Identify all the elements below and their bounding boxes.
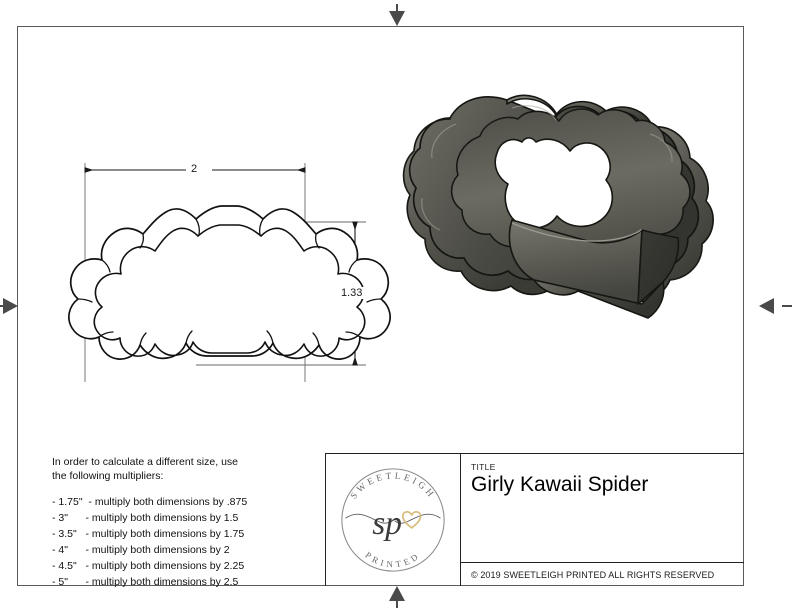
title-info-cell: TITLE Girly Kawaii Spider © 2019 SWEETLE… — [461, 454, 744, 586]
logo-cell: SWEETLEIGH PRINTED sp — [326, 454, 461, 586]
right-datum-stem — [782, 305, 792, 307]
copyright-notice: © 2019 SWEETLEIGH PRINTED ALL RIGHTS RES… — [461, 562, 744, 586]
title-field-label: TITLE — [471, 462, 496, 472]
list-item: - 3.5" - multiply both dimensions by 1.7… — [52, 528, 245, 541]
title-area: TITLE Girly Kawaii Spider — [461, 454, 744, 562]
page-title: Girly Kawaii Spider — [471, 473, 649, 496]
left-center-datum-icon — [3, 298, 18, 314]
sizing-notes: In order to calculate a different size, … — [52, 455, 314, 591]
height-dimension-label: 1.33 — [338, 287, 366, 299]
right-center-datum-icon — [759, 298, 774, 314]
list-item: - 5" - multiply both dimensions by 2.5 — [52, 576, 239, 589]
notes-intro-line-1: In order to calculate a different size, … — [52, 456, 238, 468]
logo-monogram: sp — [372, 505, 402, 542]
bottom-center-datum-icon — [389, 586, 405, 601]
top-datum-stem — [396, 4, 398, 14]
notes-intro: In order to calculate a different size, … — [52, 455, 314, 483]
list-item: - 4" - multiply both dimensions by 2 — [52, 544, 230, 557]
width-dimension-label: 2 — [188, 163, 201, 175]
title-block: SWEETLEIGH PRINTED sp TITLE Girly — [325, 453, 744, 586]
list-item: - 4.5" - multiply both dimensions by 2.2… — [52, 560, 245, 573]
top-center-datum-icon — [389, 11, 405, 26]
notes-intro-line-2: the following multipliers: — [52, 470, 164, 483]
logo-heart-icon — [401, 511, 422, 529]
list-item: - 3" - multiply both dimensions by 1.5 — [52, 512, 239, 525]
bottom-datum-stem — [396, 597, 398, 608]
multiplier-list: - 1.75" - multiply both dimensions by .8… — [52, 495, 314, 591]
list-item: - 1.75" - multiply both dimensions by .8… — [52, 496, 248, 509]
sweetleigh-printed-logo: SWEETLEIGH PRINTED sp — [341, 468, 445, 572]
logo-flourish — [345, 513, 441, 524]
logo-circle — [341, 468, 445, 572]
